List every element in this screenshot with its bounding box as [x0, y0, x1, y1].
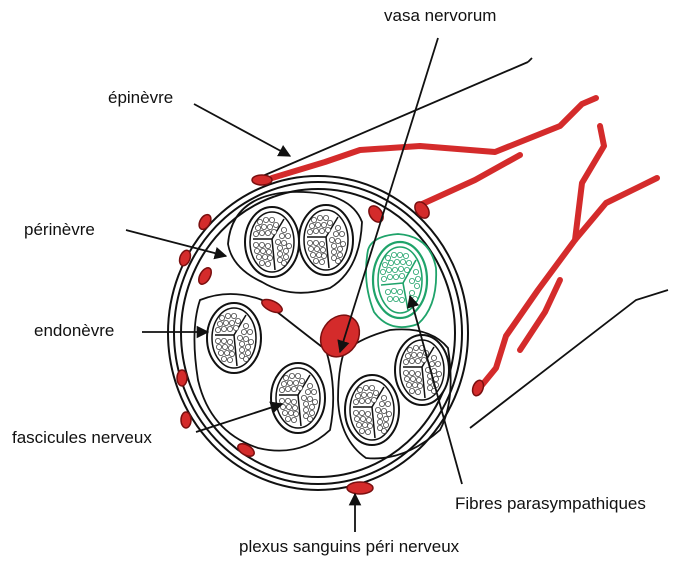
fascicle-2 — [299, 205, 353, 275]
fascicle-3 — [207, 303, 261, 373]
label-plexus-sanguins: plexus sanguins péri nerveux — [239, 537, 459, 557]
label-vasa-nervorum: vasa nervorum — [384, 6, 496, 26]
vasa-nervorum-vessel — [313, 308, 368, 365]
label-fibres-parasympathiques: Fibres parasympathiques — [455, 494, 646, 514]
fascicle-4 — [271, 363, 325, 433]
label-epinevre: épinèvre — [108, 88, 173, 108]
label-fascicules-nerveux: fascicules nerveux — [12, 428, 152, 448]
label-perinevre: périnèvre — [24, 220, 95, 240]
fascicle-5 — [345, 375, 399, 445]
fascicle-6 — [395, 335, 449, 405]
fascicle-1 — [245, 207, 299, 277]
parasympathetic-fascicle — [373, 242, 427, 318]
label-endonevre: endonèvre — [34, 321, 114, 341]
